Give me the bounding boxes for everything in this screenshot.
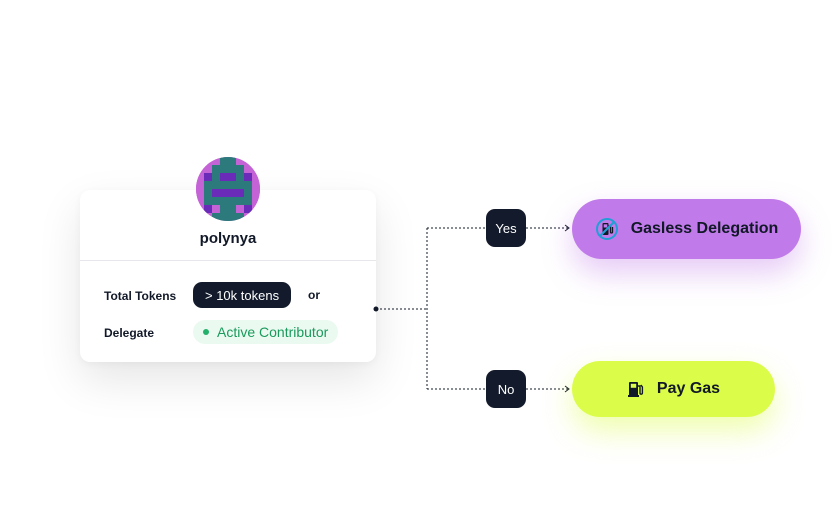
avatar-pixel — [220, 165, 228, 173]
avatar-pixel — [228, 197, 236, 205]
avatar-pixel — [236, 165, 244, 173]
avatar-pixel — [244, 197, 252, 205]
no-gas-icon — [595, 217, 619, 241]
avatar-pixel — [220, 205, 228, 213]
yes-arrowhead-icon — [564, 224, 570, 232]
avatar-pixel — [204, 197, 212, 205]
pay-gas-pill: Pay Gas — [572, 361, 775, 417]
delegate-label: Delegate — [104, 326, 155, 340]
avatar-pixel — [236, 213, 244, 221]
gasless-delegation-pill: Gasless Delegation — [572, 199, 801, 259]
avatar-pixel — [220, 197, 228, 205]
avatar-pixel — [236, 173, 244, 181]
status-dot-icon — [203, 329, 209, 335]
avatar-pixel — [220, 189, 228, 197]
avatar-pixel — [236, 157, 244, 165]
avatar-pixel — [212, 213, 220, 221]
delegate-status-value: Active Contributor — [217, 324, 329, 340]
avatar-pixel — [228, 213, 236, 221]
avatar-pixel — [220, 213, 228, 221]
username: polynya — [199, 230, 257, 247]
avatar — [196, 157, 260, 221]
total-tokens-value: > 10k tokens — [205, 287, 280, 303]
decision-no-label: No — [497, 381, 515, 397]
avatar-pixel — [204, 189, 212, 197]
avatar-pixel — [244, 173, 252, 181]
gasless-delegation-label: Gasless Delegation — [630, 220, 779, 237]
avatar-pixel — [204, 181, 212, 189]
avatar-pixel — [220, 173, 228, 181]
gas-pump-icon — [627, 380, 645, 398]
avatar-pixel — [212, 197, 220, 205]
avatar-pixel — [204, 205, 212, 213]
avatar-pixel — [204, 165, 212, 173]
avatar-pixel — [228, 205, 236, 213]
avatar-pixel — [212, 205, 220, 213]
avatar-pixel — [196, 197, 204, 205]
avatar-pixel — [252, 189, 260, 197]
avatar-pixel — [220, 157, 228, 165]
avatar-pixel — [212, 181, 220, 189]
avatar-pixel — [244, 181, 252, 189]
avatar-pixel — [236, 181, 244, 189]
avatar-pixel — [212, 189, 220, 197]
avatar-pixel — [212, 173, 220, 181]
total-tokens-label: Total Tokens — [104, 289, 177, 303]
avatar-pixel — [220, 181, 228, 189]
avatar-pixel — [228, 157, 236, 165]
avatar-pixel — [212, 165, 220, 173]
pixel-avatar-icon — [196, 157, 260, 221]
or-connector-text: or — [308, 288, 320, 302]
avatar-pixel — [196, 189, 204, 197]
avatar-pixel — [236, 189, 244, 197]
avatar-pixel — [196, 173, 204, 181]
avatar-pixel — [228, 173, 236, 181]
decision-no: No — [486, 370, 526, 408]
avatar-pixel — [212, 157, 220, 165]
avatar-pixel — [236, 197, 244, 205]
avatar-pixel — [244, 205, 252, 213]
branch-line — [376, 227, 486, 390]
avatar-pixel — [252, 181, 260, 189]
avatar-pixel — [236, 205, 244, 213]
avatar-pixel — [196, 181, 204, 189]
no-arrowhead-icon — [564, 385, 570, 393]
avatar-pixel — [228, 165, 236, 173]
avatar-pixel — [244, 189, 252, 197]
pay-gas-label: Pay Gas — [656, 380, 721, 397]
total-tokens-badge: > 10k tokens — [193, 282, 292, 308]
card-divider — [80, 260, 376, 261]
avatar-pixel — [244, 165, 252, 173]
avatar-pixel — [228, 189, 236, 197]
avatar-pixel — [252, 197, 260, 205]
avatar-pixel — [228, 181, 236, 189]
delegate-status-badge: Active Contributor — [193, 320, 339, 344]
avatar-pixel — [204, 173, 212, 181]
avatar-pixel — [252, 173, 260, 181]
decision-yes-label: Yes — [495, 220, 517, 236]
decision-yes: Yes — [486, 209, 526, 247]
